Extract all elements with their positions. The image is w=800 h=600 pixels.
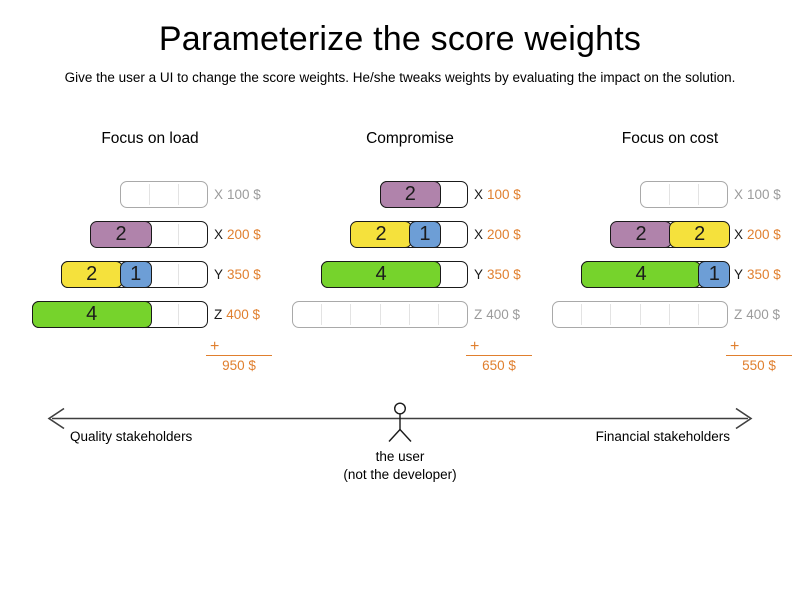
bar-label-cost: 200 $	[747, 227, 781, 242]
bar-label-letter: X	[474, 227, 484, 242]
weight-segment-purple: 2	[90, 220, 152, 248]
column-header-focus-on-load: Focus on load	[101, 130, 199, 147]
arrow-left-icon	[47, 407, 65, 430]
bar-label-letter: Z	[474, 307, 483, 322]
cell-separator	[580, 304, 582, 325]
bar-label-cost: 350 $	[227, 267, 261, 282]
sum-total: 650 $	[482, 358, 516, 373]
bar-label-cost: 350 $	[747, 267, 781, 282]
bar-label-letter: Z	[734, 307, 743, 322]
sum-divider	[466, 355, 532, 356]
sum-plus-icon: +	[470, 338, 480, 355]
weight-segment-blue: 1	[119, 260, 152, 288]
cell-separator	[379, 304, 381, 325]
bar-label-letter: X	[214, 227, 224, 242]
bar-label-cost: 200 $	[227, 227, 261, 242]
weight-bar-track	[640, 181, 728, 208]
stakeholder-axis	[47, 402, 753, 442]
cell-separator	[178, 264, 180, 285]
bar-label-letter: Y	[214, 267, 224, 282]
bar-label-cost: 100 $	[227, 187, 261, 202]
axis-label-quality: Quality stakeholders	[70, 429, 193, 444]
bar-label-letter: Y	[474, 267, 484, 282]
weight-segment-green: 4	[320, 260, 442, 288]
bar-label-letter: X	[474, 187, 484, 202]
sum-total: 950 $	[222, 358, 256, 373]
cell-separator	[408, 304, 410, 325]
weight-segment-purple: 2	[610, 220, 672, 248]
weight-bar-track	[552, 301, 728, 328]
slide-subtitle: Give the user a UI to change the score w…	[64, 70, 736, 85]
bar-label-letter: X	[214, 187, 224, 202]
user-caption-line2: (not the developer)	[343, 467, 457, 482]
weight-segment-purple: 2	[379, 180, 442, 208]
bar-label-cost: 400 $	[486, 307, 521, 322]
bar-label-cost: 100 $	[747, 187, 781, 202]
sum-total: 550 $	[742, 358, 776, 373]
cell-separator	[320, 304, 322, 325]
sum-plus-icon: +	[210, 338, 220, 355]
cell-separator	[698, 304, 700, 325]
weight-bar-track: 4	[320, 260, 468, 288]
sum-divider	[726, 355, 792, 356]
stick-figure-user-icon	[388, 402, 412, 442]
cell-separator	[178, 304, 180, 325]
weight-bar-track: 2	[379, 180, 468, 208]
cell-separator	[668, 304, 670, 325]
cell-separator	[698, 184, 700, 205]
bar-label-cost: 100 $	[487, 187, 521, 202]
weight-bar-track	[292, 301, 468, 328]
cell-separator	[178, 224, 180, 245]
bar-label-cost: 400 $	[226, 307, 261, 322]
bar-label-letter: X	[734, 227, 744, 242]
cell-separator	[148, 184, 150, 205]
sum-plus-icon: +	[730, 338, 740, 355]
weight-segment-green: 4	[31, 300, 152, 328]
user-caption-line1: the user	[375, 449, 425, 464]
weight-segment-yellow: 2	[350, 220, 412, 248]
weight-segment-yellow: 2	[668, 220, 731, 248]
weight-bar-track: 4	[31, 300, 208, 328]
cell-separator	[610, 304, 612, 325]
weight-segment-blue: 1	[408, 220, 442, 248]
column-header-compromise: Compromise	[366, 130, 454, 147]
cell-separator	[438, 304, 440, 325]
weight-segment-green: 4	[580, 260, 702, 288]
cell-separator	[668, 184, 670, 205]
bar-label-letter: Y	[734, 267, 744, 282]
weight-bar-track: 2	[90, 220, 208, 248]
bar-label-letter: Z	[214, 307, 223, 322]
axis-label-financial: Financial stakeholders	[595, 429, 730, 444]
cell-separator	[350, 304, 352, 325]
weight-segment-blue: 1	[698, 260, 731, 288]
weight-segment-yellow: 2	[60, 260, 123, 288]
cell-separator	[178, 184, 180, 205]
weight-bar-track	[120, 181, 208, 208]
sum-divider	[206, 355, 272, 356]
arrow-right-icon	[735, 407, 753, 430]
bar-label-cost: 400 $	[746, 307, 781, 322]
bar-label-cost: 200 $	[487, 227, 521, 242]
slide-title: Parameterize the score weights	[158, 20, 642, 58]
column-header-focus-on-cost: Focus on cost	[621, 130, 719, 147]
bar-label-cost: 350 $	[487, 267, 521, 282]
bar-label-letter: X	[734, 187, 744, 202]
cell-separator	[639, 304, 641, 325]
